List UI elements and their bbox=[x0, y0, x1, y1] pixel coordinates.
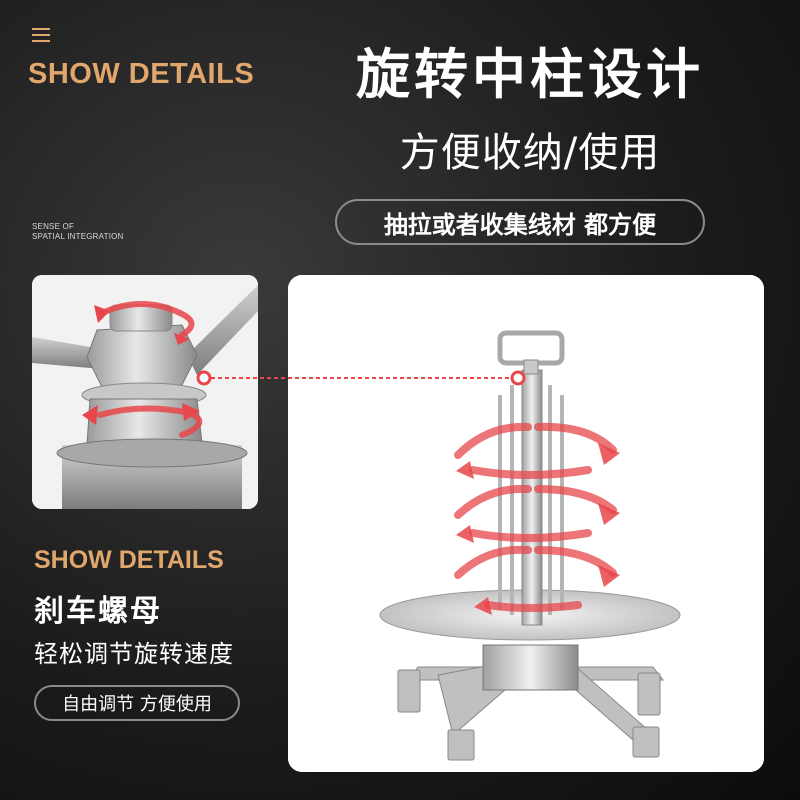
sub-english-line-2: SPATIAL INTEGRATION bbox=[32, 232, 124, 241]
brake-nut-closeup-photo bbox=[32, 275, 258, 509]
hamburger-menu-icon[interactable] bbox=[32, 28, 50, 42]
feature-pill-bottom: 自由调节 方便使用 bbox=[34, 685, 240, 721]
feature-description: 轻松调节旋转速度 bbox=[34, 640, 234, 668]
headline: 旋转中柱设计 bbox=[356, 43, 704, 106]
brand-title: SHOW DETAILS bbox=[28, 58, 255, 90]
feature-brand-title: SHOW DETAILS bbox=[34, 546, 224, 574]
feature-title: 刹车螺母 bbox=[34, 594, 162, 629]
feature-pill-top: 抽拉或者收集线材 都方便 bbox=[335, 199, 705, 245]
subheadline: 方便收纳/使用 bbox=[399, 130, 661, 176]
sub-english-caption: SENSE OF SPATIAL INTEGRATION bbox=[32, 222, 124, 242]
sub-english-line-1: SENSE OF bbox=[32, 222, 75, 231]
rotating-column-product-photo bbox=[288, 275, 764, 772]
